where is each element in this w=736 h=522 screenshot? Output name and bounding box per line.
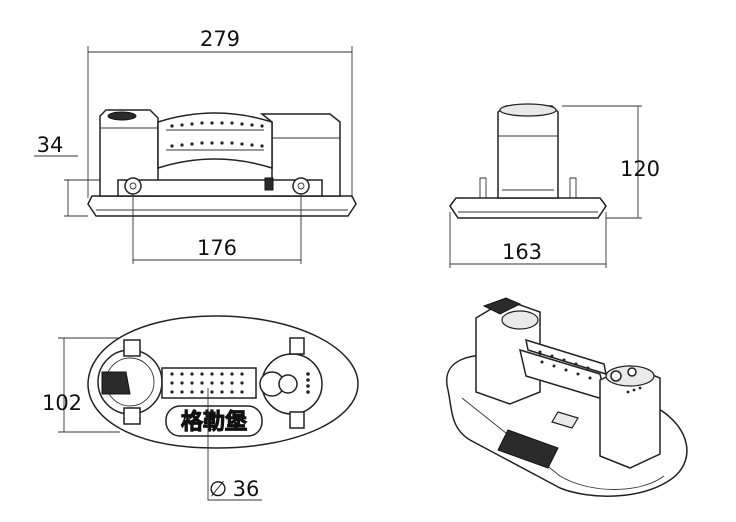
dim-width-279: 279	[200, 27, 240, 51]
isometric-view	[445, 297, 688, 497]
side-view: 120 163	[449, 103, 660, 268]
dim-spacing-176: 176	[197, 236, 237, 260]
dim-height-120: 120	[620, 157, 660, 181]
plan-view: 格勒堡 102 ∅ 36	[42, 315, 359, 501]
dim-height-102: 102	[42, 391, 82, 415]
brand-label: 格勒堡	[181, 409, 247, 435]
dim-width-163: 163	[502, 240, 542, 264]
dim-diameter-36: 36	[233, 477, 260, 501]
diameter-symbol: ∅	[209, 477, 227, 501]
dim-height-34: 34	[37, 133, 64, 157]
front-view: 279 34 176	[34, 27, 357, 264]
